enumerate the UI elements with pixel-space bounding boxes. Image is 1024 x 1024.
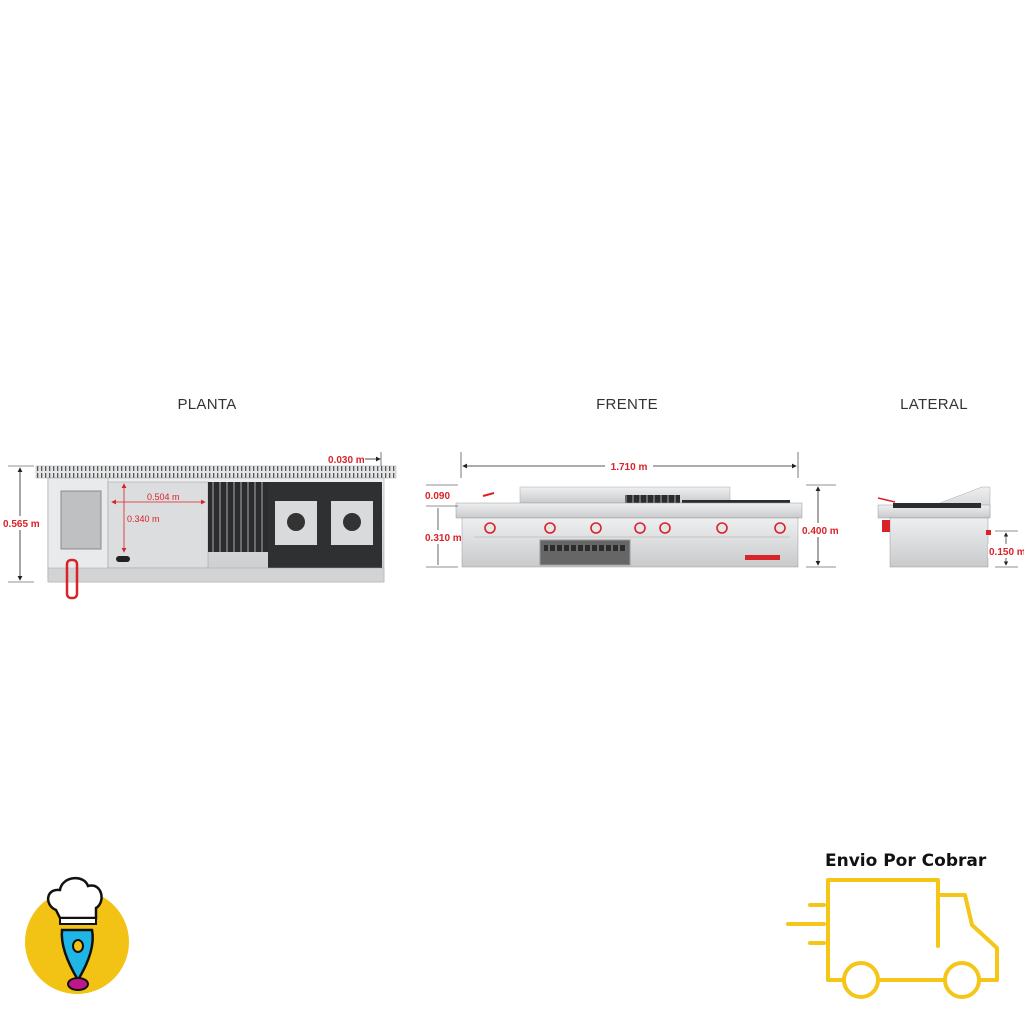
front-view-title: FRENTE [596, 396, 658, 413]
side-view-drawing: 0.150 m [877, 486, 1024, 568]
charbroiler-section [208, 482, 268, 552]
leg-height-dimension: 0.150 m [989, 547, 1024, 558]
front-view-drawing: 1.710 m 0.090 0.310 m 0.400 m [424, 452, 839, 568]
delivery-truck-icon [786, 878, 999, 999]
backsplash-height-dimension: 0.090 [425, 491, 450, 502]
chef-hat-location-pin-icon [25, 877, 129, 994]
control-knobs [484, 522, 786, 534]
plan-view-title: PLANTA [177, 396, 236, 413]
body-height-dimension: 0.310 m [425, 533, 462, 544]
fryer-basket [60, 490, 102, 550]
plan-view-drawing: 0.565 m 0.030 m 0.504 m 0.340 m [0, 452, 397, 600]
total-height-dimension: 0.400 m [802, 526, 839, 537]
plan-depth-dimension: 0.565 m [3, 519, 40, 530]
plan-edge-dimension: 0.030 m [328, 455, 365, 466]
shipping-label: Envio Por Cobrar [825, 851, 987, 871]
front-width-dimension: 1.710 m [611, 462, 648, 473]
fryer-handle [65, 558, 79, 600]
side-view-title: LATERAL [900, 396, 968, 413]
griddle-depth-dimension: 0.340 m [127, 514, 160, 524]
griddle-width-dimension: 0.504 m [147, 492, 180, 502]
